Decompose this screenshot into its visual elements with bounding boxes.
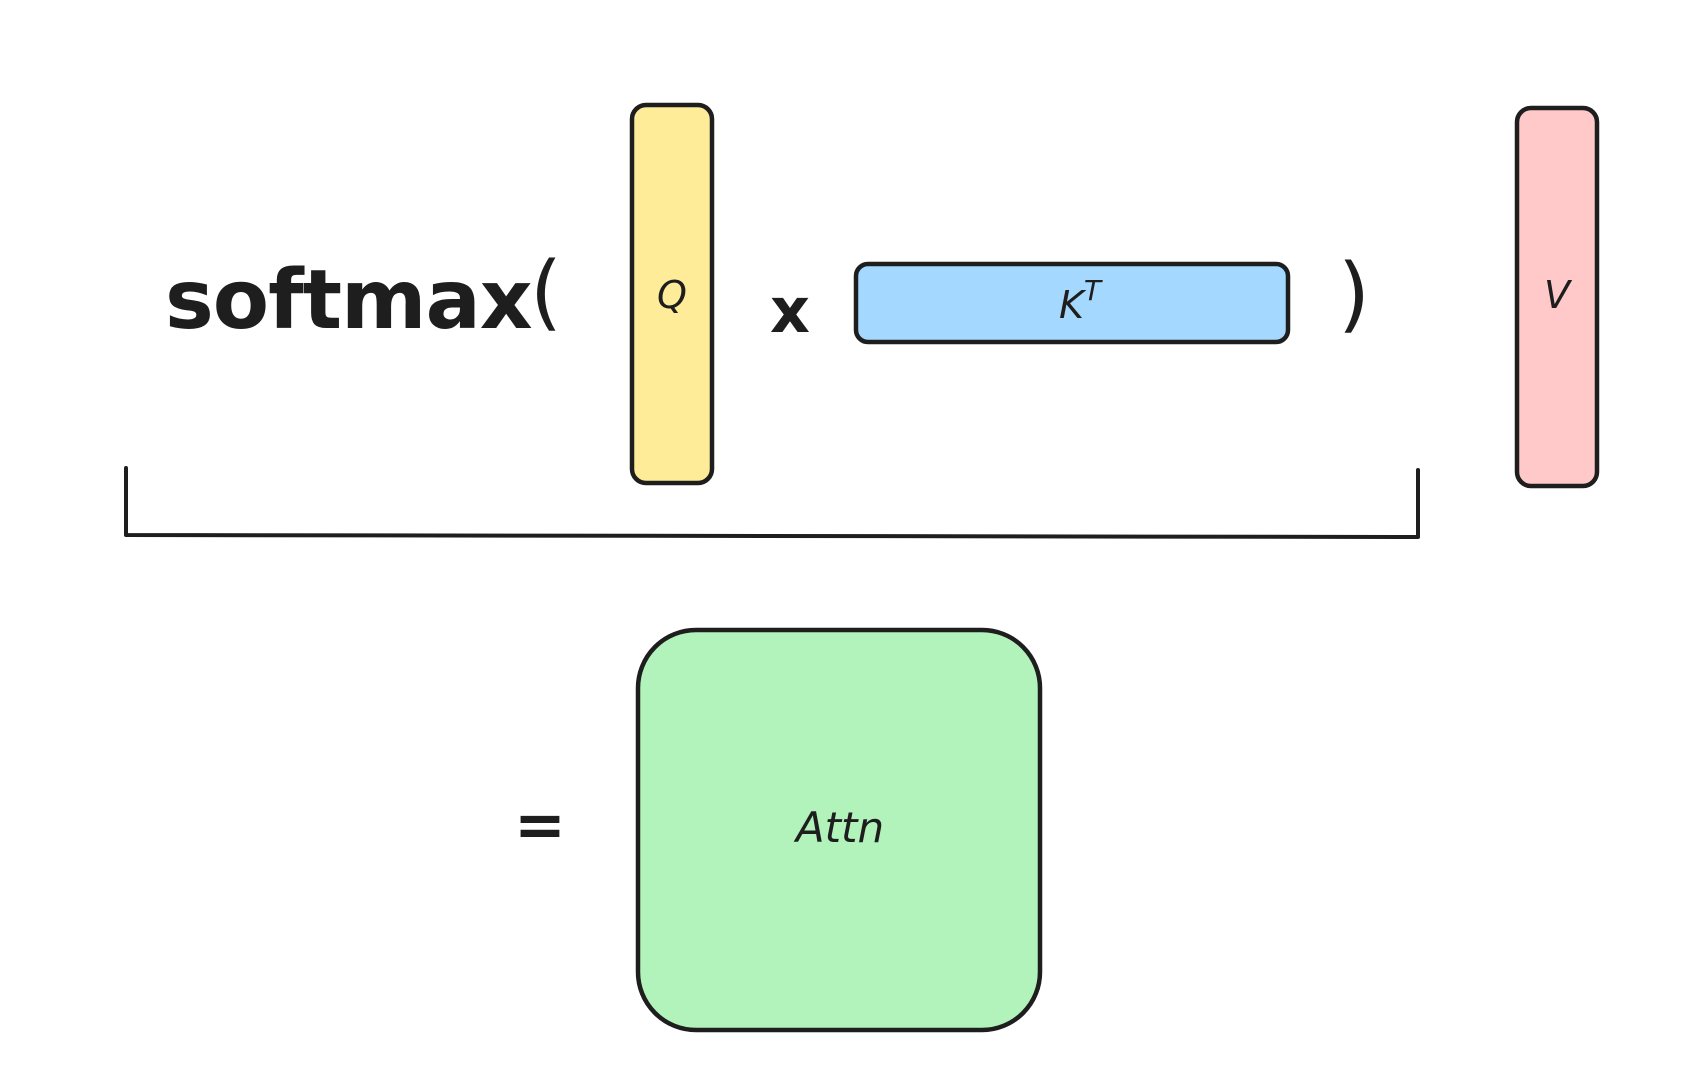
grouping-bracket [124,466,1420,539]
v-matrix-box [1514,105,1600,489]
k-label: K [1059,283,1087,327]
close-paren: ) [1338,247,1370,342]
v-matrix-label: V [1544,273,1573,317]
open-paren: ( [530,245,562,340]
q-matrix-label: Q [657,273,687,317]
attn-matrix-box [635,627,1043,1033]
attn-matrix: Attn [635,627,1043,1033]
q-matrix-box [629,102,715,486]
v-matrix: V [1514,105,1600,489]
attn-matrix-label: Attn [793,803,884,852]
softmax-label: softmax [165,253,532,348]
k-superscript: T [1084,274,1103,307]
k-transpose-matrix-box [853,261,1291,345]
q-matrix: Q [629,102,715,486]
multiply-sign: x [770,274,810,347]
equals-sign: = [514,788,566,861]
k-transpose-label: KT [1059,274,1103,327]
k-transpose-matrix: KT [853,261,1291,345]
